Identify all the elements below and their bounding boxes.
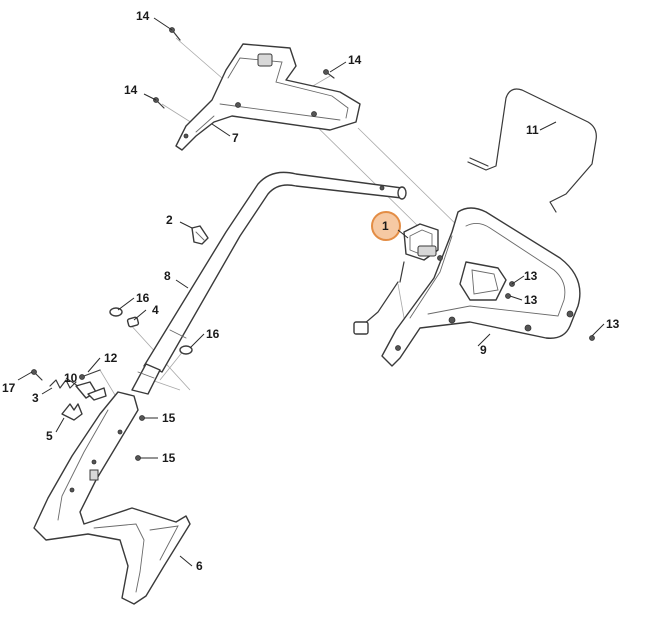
label-part-15b: 15 <box>162 451 176 465</box>
label-part-5: 5 <box>46 429 53 443</box>
label-part-13a: 13 <box>524 269 538 283</box>
label-part-11: 11 <box>526 123 539 137</box>
part-12-bolt <box>79 369 101 380</box>
part-6-lower-bracket <box>33 391 191 605</box>
part-2-plug <box>191 225 209 245</box>
label-part-17: 17 <box>2 381 16 395</box>
part-9-handle-body <box>381 207 581 367</box>
part-3-spring <box>49 379 77 389</box>
label-part-6: 6 <box>196 559 203 573</box>
label-part-1[interactable]: 1 <box>382 219 389 233</box>
part-11-bail-wire <box>467 88 597 213</box>
label-part-16b: 16 <box>206 327 220 341</box>
label-part-14a: 14 <box>136 9 150 23</box>
part-10-lever <box>75 381 107 401</box>
label-part-2: 2 <box>166 213 173 227</box>
part-1-control-unit <box>353 223 443 335</box>
label-part-13b: 13 <box>524 293 538 307</box>
label-part-10: 10 <box>64 371 78 385</box>
label-part-16a: 16 <box>136 291 150 305</box>
label-part-3: 3 <box>32 391 39 405</box>
part-8-handle-tube <box>131 171 407 395</box>
label-part-14b: 14 <box>124 83 138 97</box>
label-part-14c: 14 <box>348 53 362 67</box>
label-part-15a: 15 <box>162 411 176 425</box>
part-labels: 14 14 14 7 11 1 2 8 16 4 16 12 10 17 3 5… <box>2 9 620 573</box>
part-5-clip <box>61 403 83 421</box>
label-part-7: 7 <box>232 131 239 145</box>
part-4-pin <box>126 316 140 328</box>
part-16-washers <box>109 307 193 355</box>
part-7-upper-cover <box>175 43 361 151</box>
part-17-screw <box>31 369 43 381</box>
label-part-8: 8 <box>164 269 171 283</box>
label-part-12: 12 <box>104 351 118 365</box>
label-part-4: 4 <box>152 303 159 317</box>
part-15-screws <box>135 415 145 461</box>
label-part-9: 9 <box>480 343 487 357</box>
part-1-highlight-marker[interactable] <box>371 211 401 241</box>
leader-lines <box>17 17 605 567</box>
label-part-13c: 13 <box>606 317 620 331</box>
